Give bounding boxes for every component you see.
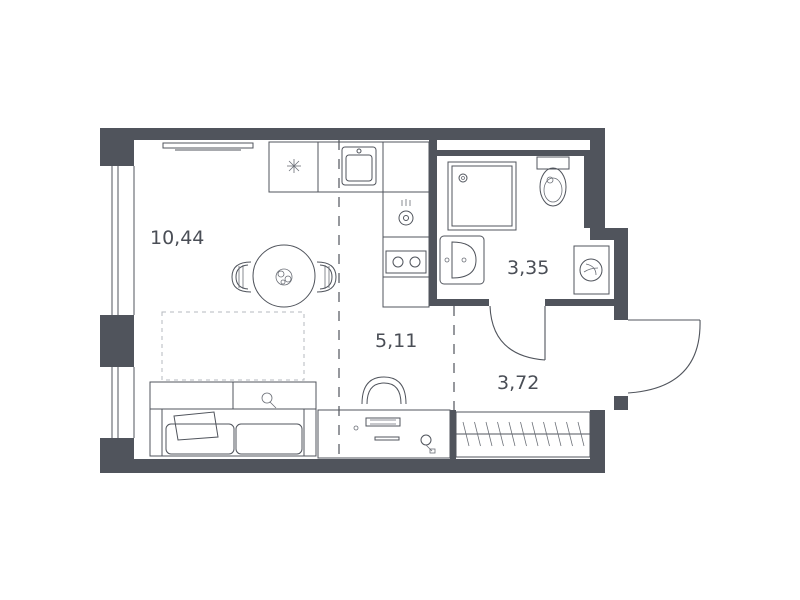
bathroom-bottom-wall-right [545,299,614,306]
right-wall-lower [590,410,605,473]
sink-icon [341,146,377,186]
chair-left-icon [231,261,252,293]
sofa-icon [149,381,317,457]
closet-partition [450,410,456,463]
bathroom-bottom-wall-left [429,299,489,306]
window-lower [111,367,135,438]
right-wall-niche-side [614,228,628,320]
bottom-wall [100,459,605,473]
hanger-mark [531,421,539,447]
left-wall-pier [100,315,134,367]
entrance-door[interactable] [627,319,701,394]
dining-table [252,244,316,308]
hanger-mark [485,421,493,447]
bathroom-top-wall [437,150,590,156]
wardrobe-icon [455,411,591,458]
zone-dividers [338,140,455,460]
shower-tray-icon [447,161,517,231]
wardrobe-hangers [462,421,585,447]
hanger-mark [474,421,481,447]
hanger-mark [577,421,585,447]
kitchen-area-label: 5,11 [375,330,417,352]
kitchen-counters [268,141,430,308]
tv-icon [162,142,254,151]
upper-counter [268,141,430,193]
desk-icon [317,376,451,459]
bathroom-door[interactable] [489,305,546,361]
fridge-icon [287,159,301,173]
oven-icon [398,199,414,226]
toilet-icon [536,156,570,207]
hanger-mark [543,421,550,447]
chair-right-icon [316,261,337,293]
hanger-mark [497,421,504,447]
rug-outline [161,311,305,381]
side-counter [382,191,430,308]
hanger-mark [566,421,573,447]
main-room-area-label: 10,44 [150,227,204,249]
washbasin-icon [439,235,485,285]
left-wall-upper [100,128,134,166]
bathroom-left-wall [429,140,437,305]
hanger-mark [462,421,470,447]
top-wall [100,128,605,140]
right-wall-jamb [614,396,628,410]
hanger-mark [520,421,527,447]
hanger-mark [554,421,562,447]
bathroom-right-wall [584,156,590,228]
interior-walls [429,140,614,463]
exterior-walls [100,128,628,473]
washing-machine-icon [573,245,610,295]
right-wall-upper [590,128,605,228]
bathroom-area-label: 3,35 [507,257,549,279]
hallway-area-label: 3,72 [497,372,539,394]
window-upper [111,166,135,315]
cooktop-icon [385,250,427,274]
hanger-mark [508,421,516,447]
